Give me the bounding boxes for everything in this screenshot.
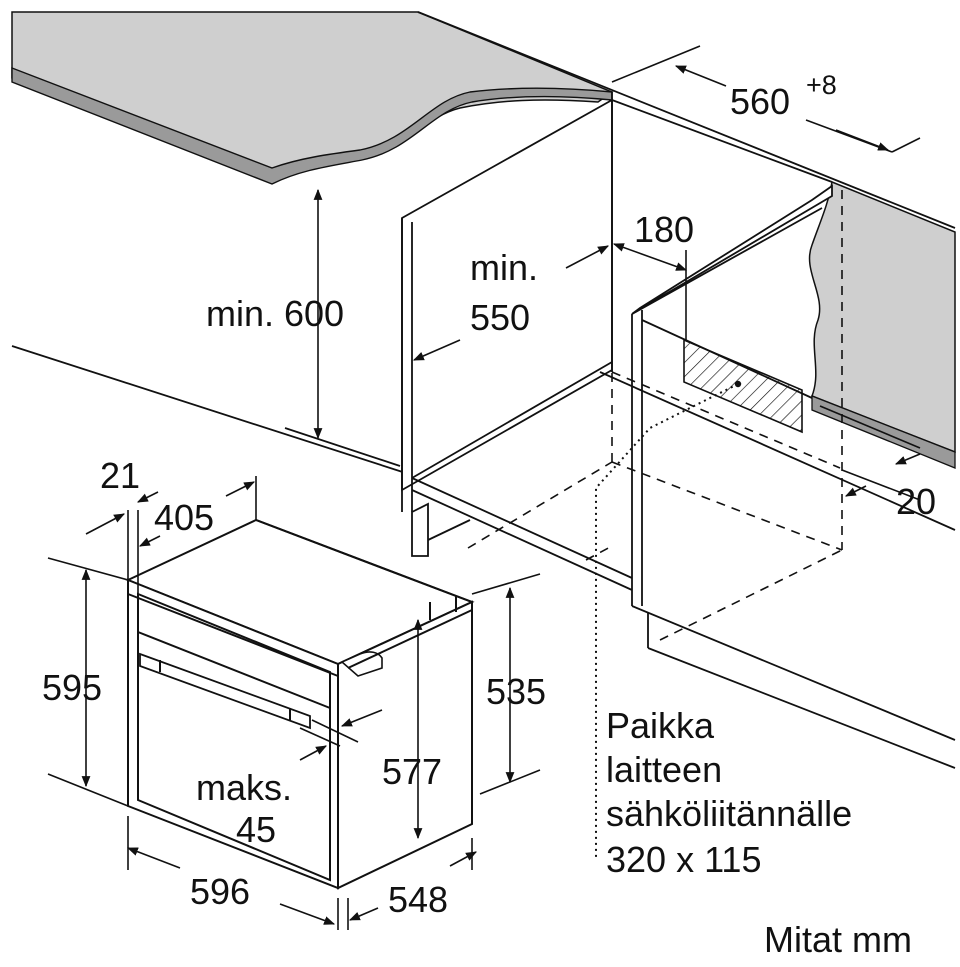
door-height-label: 577 (382, 751, 442, 792)
niche-width-label: 560 (730, 81, 790, 122)
connection-note-line3: sähköliitännälle (606, 793, 852, 834)
upper-depth-label: 405 (154, 497, 214, 538)
hidden-edges (467, 190, 843, 641)
cabinet-niche (11, 11, 956, 769)
connection-note-line4: 320 x 115 (606, 839, 761, 880)
dimension-lines (47, 45, 921, 930)
handle-projection-value: 45 (236, 809, 276, 850)
oven-width-label: 596 (190, 871, 250, 912)
cable-offset-label: 180 (634, 209, 694, 250)
side-gap-label: 20 (896, 481, 936, 522)
electrical-connection-area (595, 338, 803, 860)
niche-width-tolerance-label: +8 (806, 70, 837, 100)
oven-depth-label: 548 (388, 879, 448, 920)
body-height-label: 535 (486, 671, 546, 712)
units-note: Mitat mm (764, 919, 912, 960)
oven-height-label: 595 (42, 667, 102, 708)
countertop-left (11, 11, 614, 185)
oven (125, 518, 475, 890)
handle-projection-label: maks. (196, 767, 292, 808)
connection-note-line1: Paikka (606, 705, 715, 746)
countertop-right (808, 180, 956, 469)
connection-note-line2: laitteen (606, 749, 722, 790)
min-depth-label: min. (470, 247, 538, 288)
min-depth-value: 550 (470, 297, 530, 338)
front-frame-depth-label: 21 (100, 455, 140, 496)
min-height-label: min. 600 (206, 293, 344, 334)
